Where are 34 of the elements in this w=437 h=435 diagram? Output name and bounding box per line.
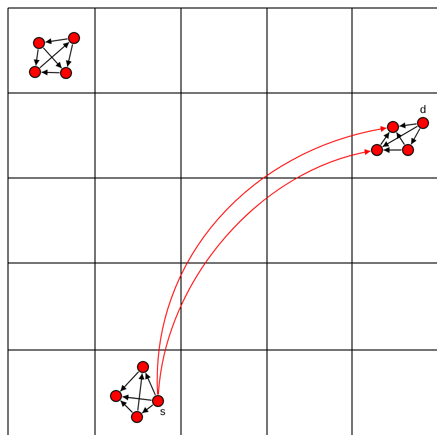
arrow	[122, 394, 152, 401]
arrow	[41, 69, 60, 76]
vertex-circle	[152, 395, 164, 407]
vertex-circle	[33, 37, 45, 49]
arrow	[157, 126, 388, 395]
arrow	[396, 132, 405, 146]
arrow	[398, 122, 418, 128]
vertex-circle	[387, 121, 399, 133]
arrow	[145, 372, 156, 396]
arrow	[34, 48, 40, 66]
vertex-circle	[137, 361, 149, 373]
arrow	[44, 38, 68, 44]
vertex-circle	[417, 117, 429, 129]
arrow	[42, 47, 62, 69]
vertex-label: s	[160, 406, 166, 418]
arrow	[382, 126, 418, 148]
arrow	[39, 42, 70, 68]
vertex-circle	[131, 411, 143, 423]
arrow	[383, 147, 402, 153]
vertex-circle	[29, 66, 41, 78]
vertex-circle	[68, 32, 80, 44]
vertex-circle	[110, 390, 122, 402]
arrow	[158, 150, 372, 395]
arrow	[66, 44, 74, 68]
arrow	[410, 128, 420, 145]
vertex-circle	[371, 144, 383, 156]
vertex-circle	[402, 144, 414, 156]
arrow	[137, 372, 144, 412]
arrow	[120, 400, 133, 413]
vertex-circle	[60, 67, 72, 79]
arrow	[380, 132, 390, 146]
vertex-label: d	[420, 104, 426, 116]
arrow	[142, 404, 154, 414]
arrow	[120, 371, 140, 392]
